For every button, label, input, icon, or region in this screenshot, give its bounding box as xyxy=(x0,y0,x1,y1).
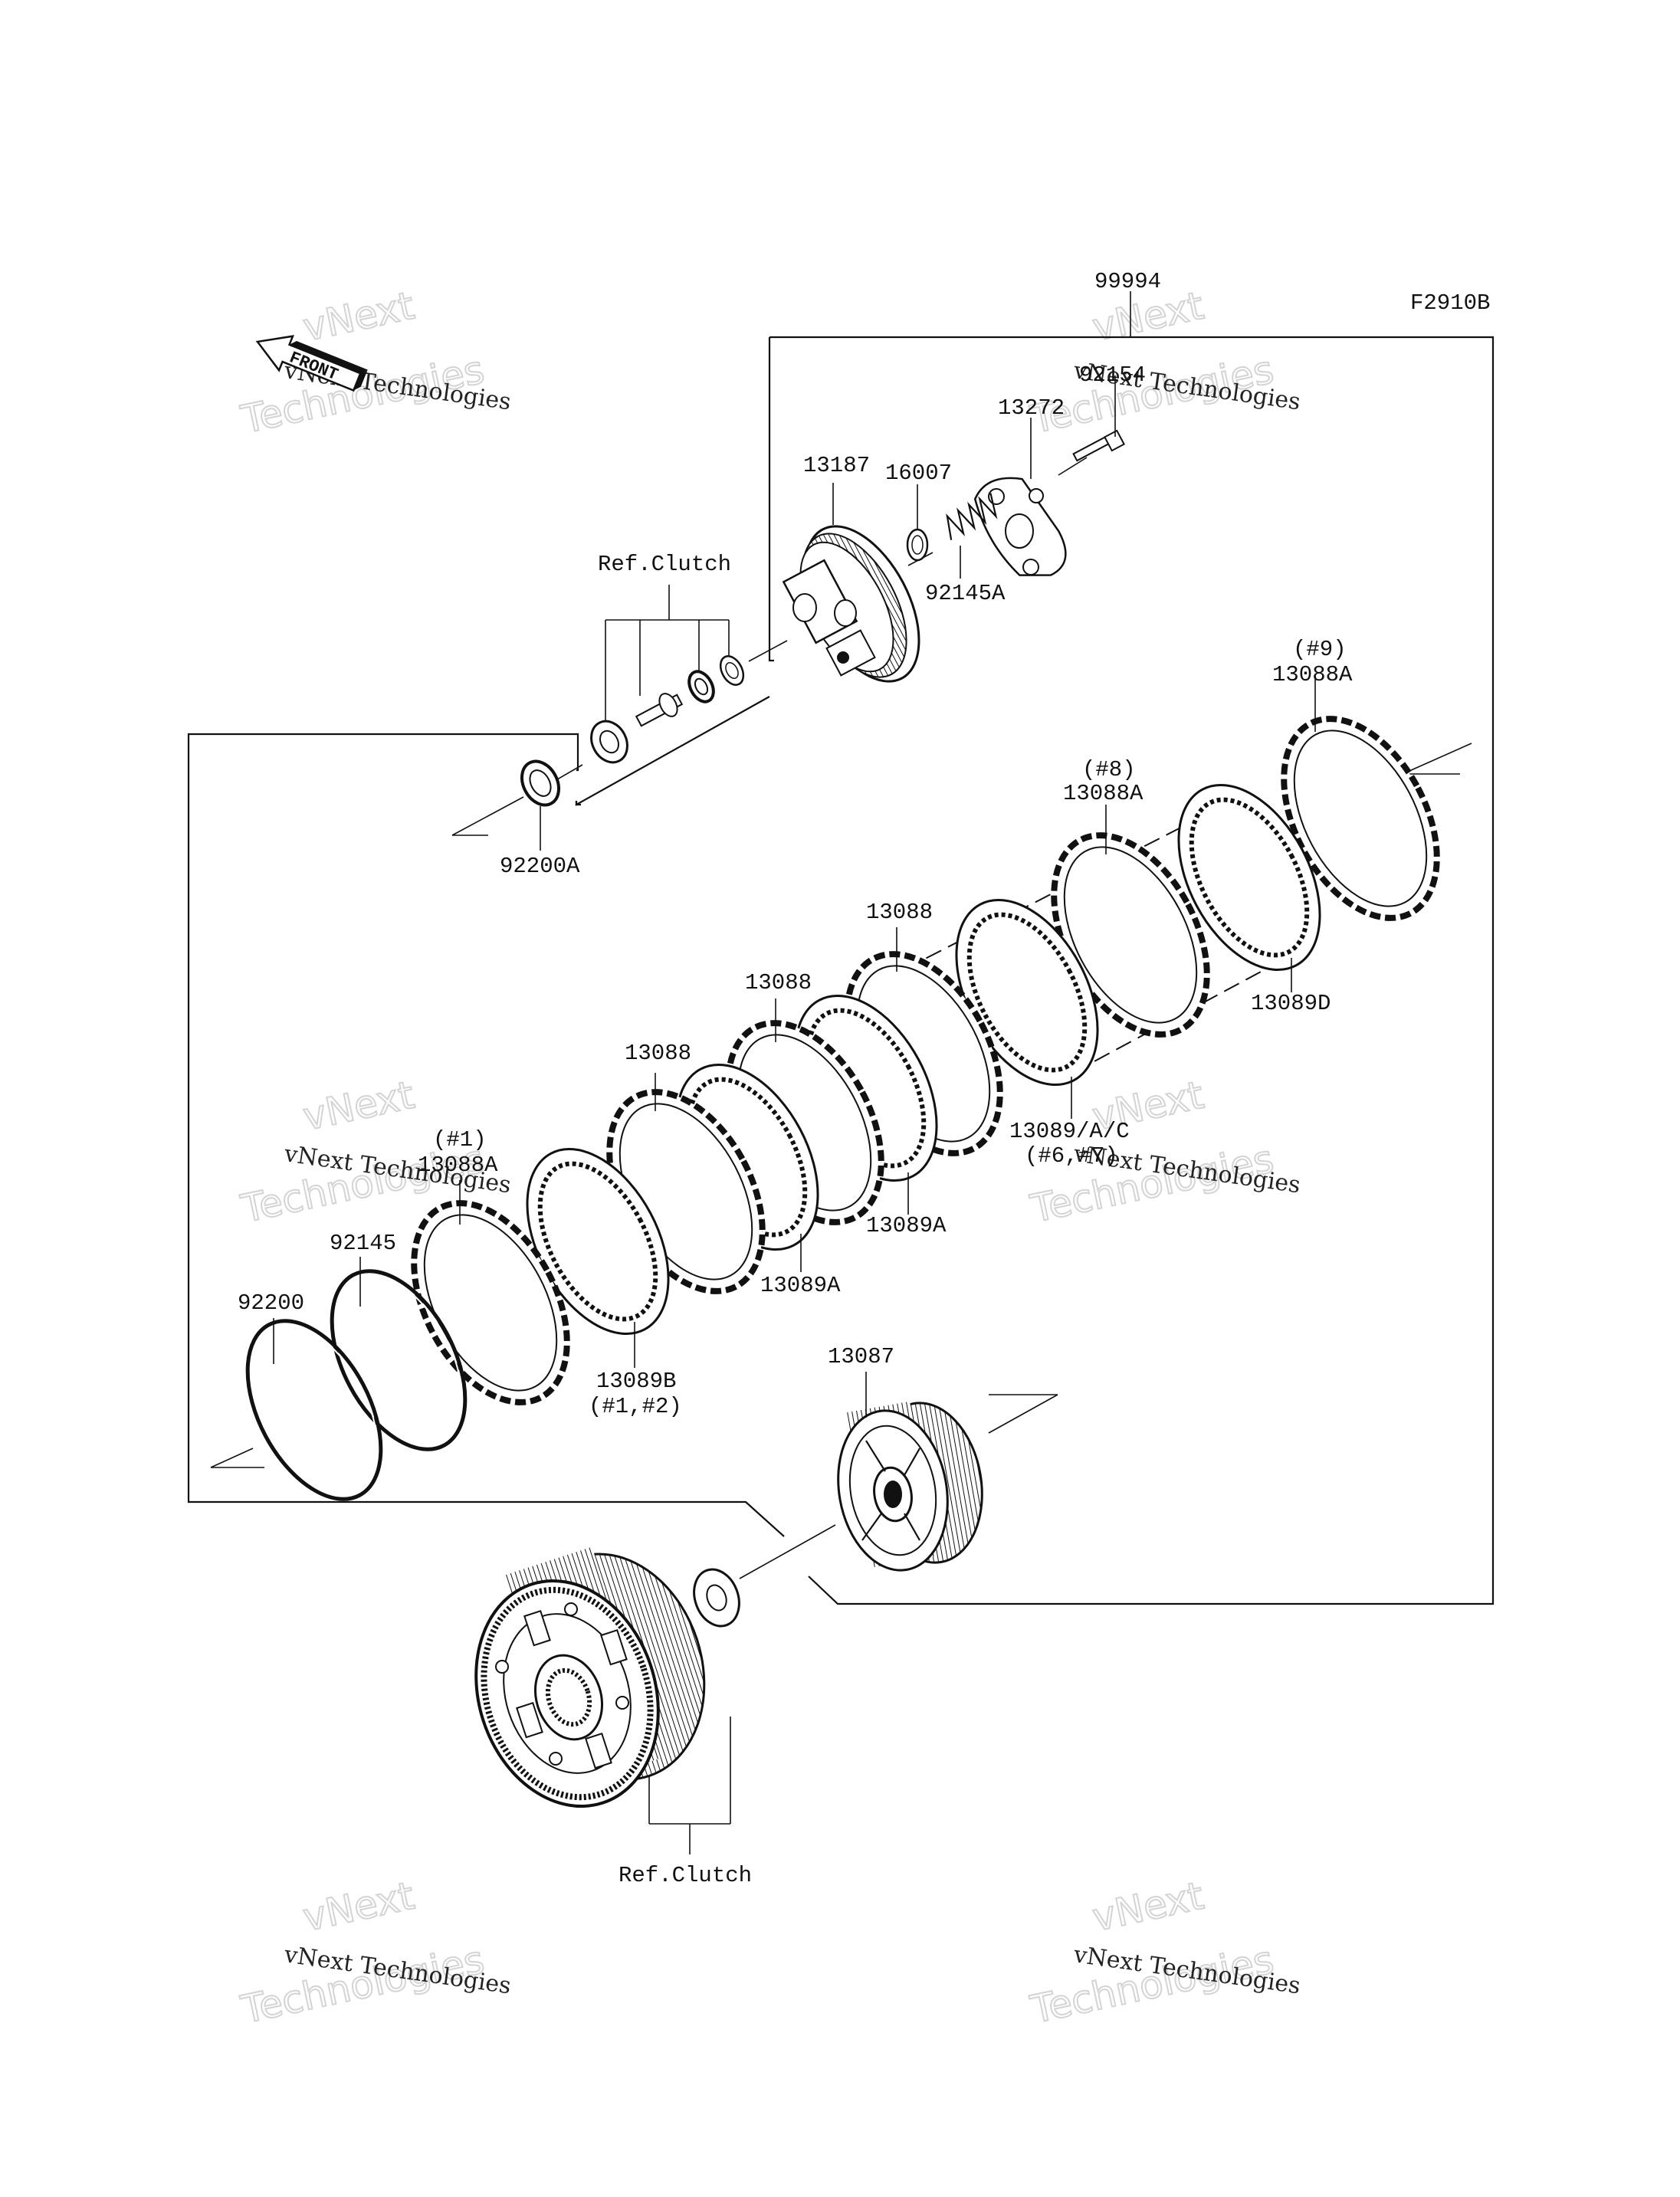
label-13087: 13087 xyxy=(828,1344,894,1369)
ring-92145 xyxy=(330,1257,468,1451)
svg-text:vNext: vNext xyxy=(1088,1874,1207,1940)
diagram-code: F2910B xyxy=(1410,290,1490,316)
label-13089A-a: 13089A xyxy=(760,1273,841,1298)
watermark-top-right: vNext Technologies vNext Technologies xyxy=(1025,283,1301,443)
outer-basket-washer xyxy=(693,1568,740,1628)
ref-clutch-small-parts xyxy=(590,655,745,764)
assembly-outline xyxy=(187,291,1495,1605)
label-13187: 13187 xyxy=(803,453,870,478)
label-9-num: 13088A xyxy=(1272,662,1353,687)
label-99994: 99994 xyxy=(1094,269,1161,294)
label-13089A-b: 13089A xyxy=(866,1213,947,1238)
steel-plate-13089D xyxy=(1177,784,1321,992)
label-13088-b: 13088 xyxy=(745,970,812,995)
label-92200A: 92200A xyxy=(500,854,580,879)
label-13089B-tag: (#1,#2) xyxy=(589,1394,682,1419)
plate-13272 xyxy=(973,418,1067,576)
svg-text:vNext: vNext xyxy=(299,284,418,350)
label-92145A: 92145A xyxy=(925,581,1006,606)
label-92145: 92145 xyxy=(330,1231,396,1256)
label-13088-c: 13088 xyxy=(866,900,933,925)
clutch-hub-13087 xyxy=(837,1372,983,1572)
bolt-92154 xyxy=(1072,375,1125,462)
svg-text:vNext: vNext xyxy=(299,1073,418,1139)
ref-clutch-top-bracket xyxy=(605,585,730,732)
label-9-tag: (#9) xyxy=(1293,637,1347,662)
label-8-num: 13088A xyxy=(1063,781,1144,806)
outer-clutch-basket xyxy=(474,1546,706,1808)
seal-92200A xyxy=(520,759,560,851)
friction-plate-8 xyxy=(1051,805,1210,1038)
watermark-bottom-left: vNext Technologies vNext Technologies xyxy=(236,1873,512,2033)
label-13088-a: 13088 xyxy=(625,1041,691,1066)
label-13089B-num: 13089B xyxy=(596,1369,676,1394)
svg-text:vNext: vNext xyxy=(299,1874,418,1940)
ref-clutch-top-label: Ref.Clutch xyxy=(598,552,731,577)
label-1-num: 13088A xyxy=(418,1153,498,1178)
pressure-plate-13187 xyxy=(782,483,920,683)
axis-lines xyxy=(210,457,1472,1579)
washer-16007 xyxy=(906,484,929,562)
ring-92200 xyxy=(245,1318,383,1501)
spring-92145A xyxy=(946,493,998,579)
label-13272: 13272 xyxy=(998,395,1065,421)
label-92200: 92200 xyxy=(238,1290,304,1316)
steel-plate-13089AC xyxy=(955,899,1099,1119)
label-16007: 16007 xyxy=(885,461,952,486)
label-13089D: 13089D xyxy=(1251,991,1331,1016)
label-13089AC-num: 13089/A/C xyxy=(1009,1119,1130,1144)
ref-clutch-bottom-label: Ref.Clutch xyxy=(619,1863,752,1888)
label-8-tag: (#8) xyxy=(1082,757,1136,782)
label-13089AC-tag: (#6,#7) xyxy=(1025,1143,1118,1169)
label-1-tag: (#1) xyxy=(433,1127,487,1153)
label-92154: 92154 xyxy=(1079,362,1146,388)
steel-plate-13089B xyxy=(526,1148,670,1368)
friction-plate-9 xyxy=(1281,674,1440,921)
watermark-bottom-right: vNext Technologies vNext Technologies xyxy=(1025,1873,1301,2033)
